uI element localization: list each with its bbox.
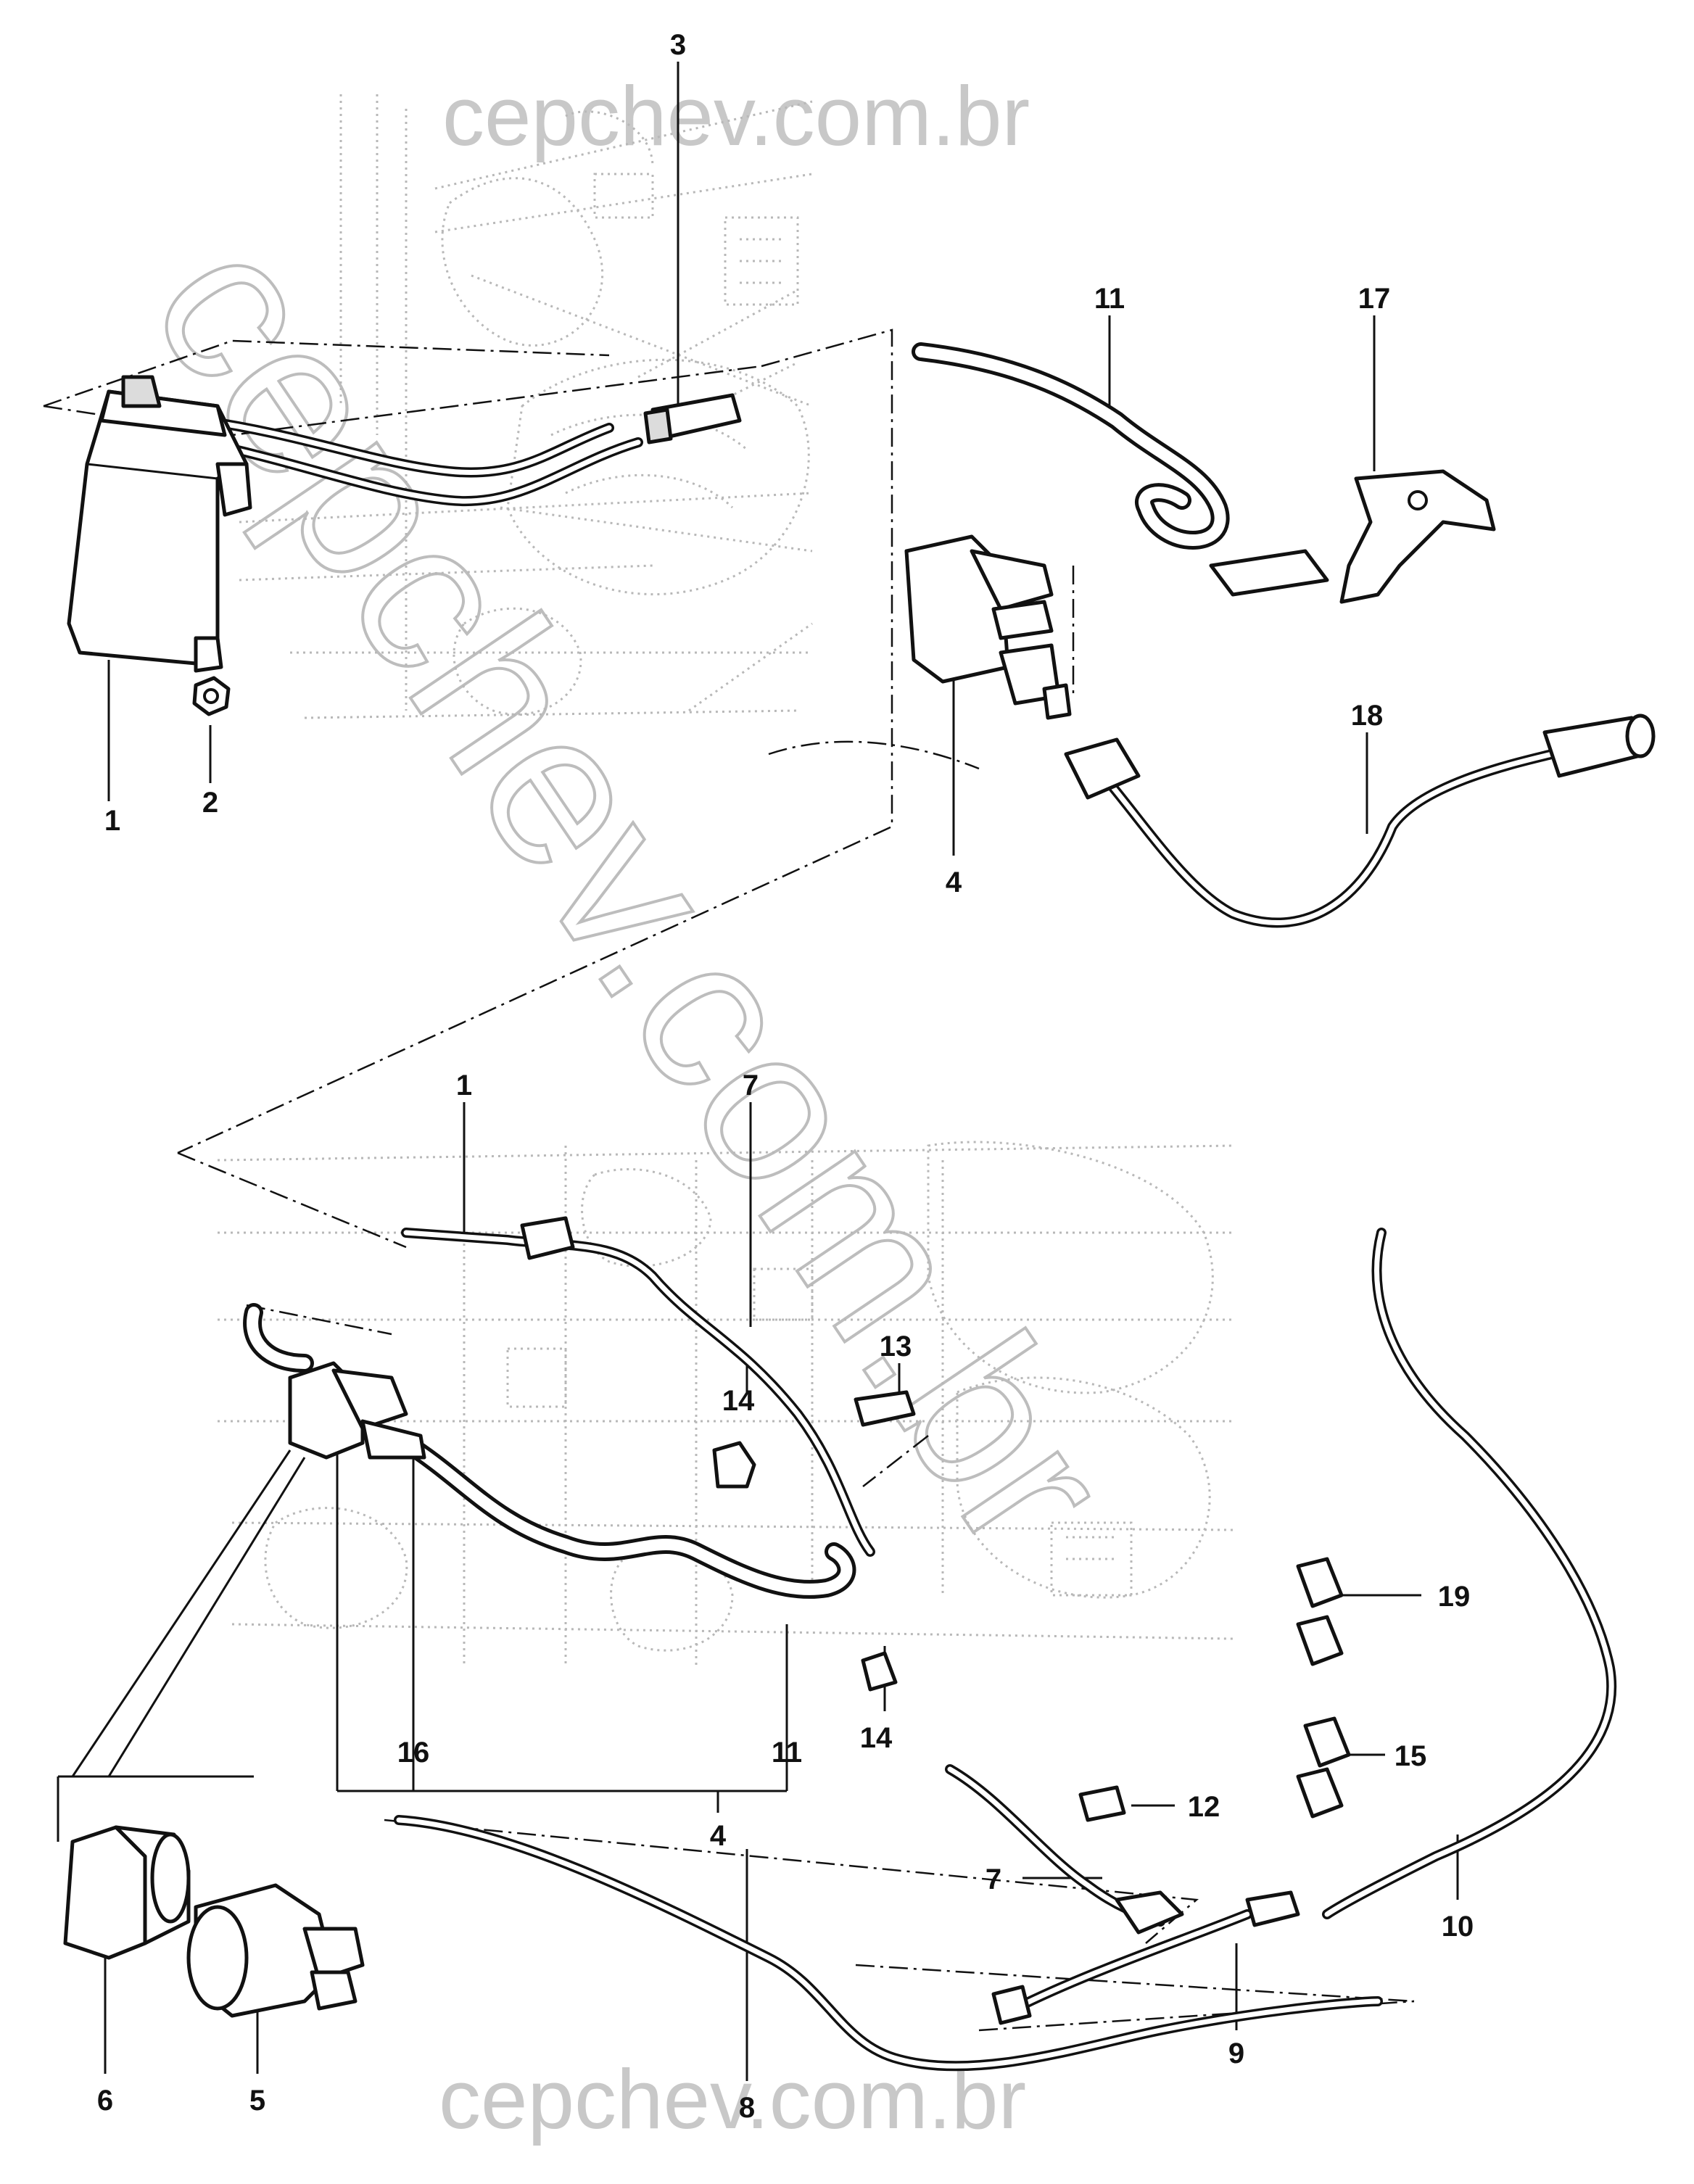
- line-part-9: [991, 1890, 1300, 2025]
- callout-15: 15: [1395, 1740, 1427, 1772]
- bracket-part-17: [1209, 469, 1496, 604]
- callout-labels: 1 2 3 11 17 18 4 1 7 13 14 14 16 11 4 19…: [97, 29, 1474, 2124]
- callout-11-bottom: 11: [772, 1737, 802, 1769]
- canister-part-5: [186, 1883, 365, 2018]
- callout-2: 2: [202, 787, 218, 819]
- callout-1-top: 1: [104, 805, 120, 837]
- callout-16: 16: [397, 1737, 430, 1769]
- callout-6: 6: [97, 2085, 113, 2117]
- callout-9: 9: [1228, 2038, 1244, 2069]
- clip-part-14-lower: [861, 1651, 898, 1692]
- reference-lines: [43, 328, 1415, 2032]
- callout-19: 19: [1438, 1581, 1471, 1613]
- callout-12: 12: [1188, 1791, 1220, 1823]
- vacuum-line-part-18: [1064, 713, 1656, 928]
- callout-4-top: 4: [946, 866, 962, 898]
- clip-part-14-upper: [712, 1441, 756, 1489]
- callout-10: 10: [1442, 1911, 1474, 1943]
- callout-14-lower: 14: [860, 1722, 893, 1754]
- callout-18: 18: [1351, 700, 1384, 732]
- callout-4-bottom: 4: [710, 1820, 727, 1852]
- hose-part-7-lower: [945, 1764, 1184, 1935]
- callout-8: 8: [739, 2092, 755, 2124]
- watermark-diagonal: cepchev.com.br: [106, 194, 1159, 1591]
- solenoid-valve-bottom: [288, 1361, 426, 1460]
- line-part-10: [1322, 1228, 1617, 1919]
- clip-part-15: [1296, 1716, 1351, 1819]
- clip-part-19: [1296, 1557, 1344, 1666]
- callout-5: 5: [249, 2085, 265, 2117]
- clip-part-12: [1078, 1785, 1126, 1822]
- hose-part-11-bottom: [243, 1303, 856, 1599]
- callout-14-upper: 14: [722, 1385, 755, 1417]
- solenoid-valve-part-4: [904, 534, 1072, 720]
- clip-part-13: [854, 1390, 916, 1427]
- callout-1-bottom: 1: [456, 1070, 472, 1101]
- callout-13: 13: [880, 1331, 912, 1362]
- callout-3: 3: [670, 29, 686, 61]
- nut-part-2: [192, 676, 231, 716]
- hose-part-7-bottom: [401, 1216, 875, 1557]
- callout-7-lower: 7: [986, 1864, 1001, 1895]
- callout-7-upper: 7: [743, 1070, 759, 1101]
- connector-part-3: [643, 393, 742, 444]
- line-part-8: [394, 1815, 1383, 2072]
- watermark-top: cepchev.com.br: [442, 69, 1030, 163]
- callout-11-top: 11: [1094, 283, 1125, 315]
- leader-lines: [57, 62, 1459, 2081]
- callout-17: 17: [1358, 283, 1391, 315]
- canister-assembly-top: [67, 375, 643, 673]
- hose-part-11-top: [912, 342, 1230, 550]
- bracket-part-6: [63, 1825, 191, 1960]
